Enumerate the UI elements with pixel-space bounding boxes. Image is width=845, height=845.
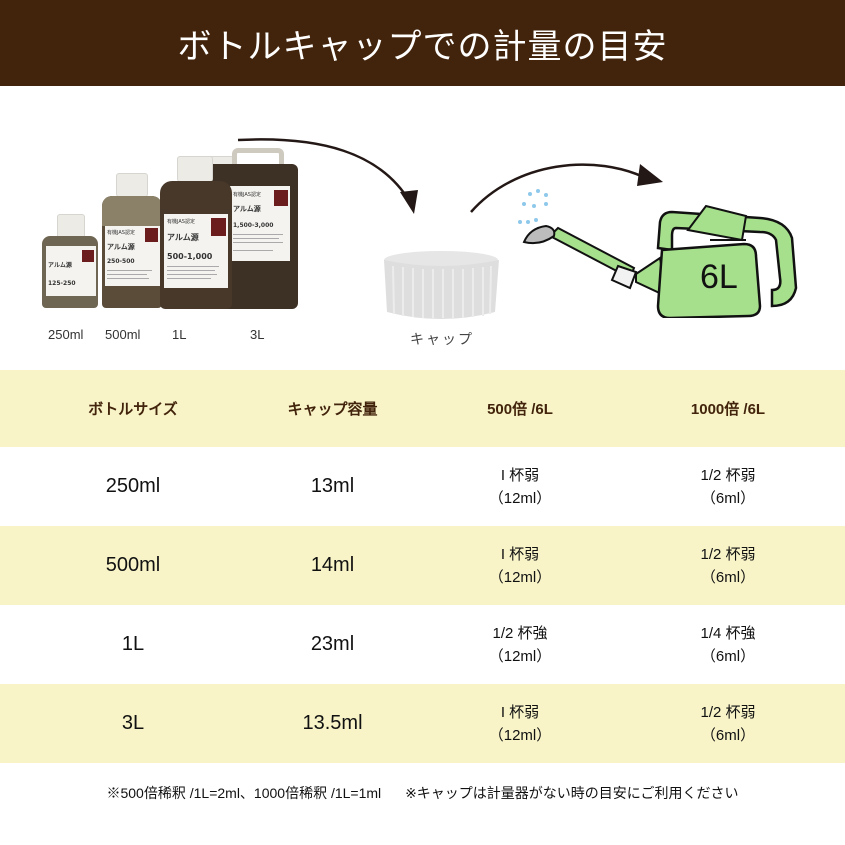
measurement-illustration: アルム源 125-250 有機JAS認定 アルム源 250-500 有機JAS認… — [0, 86, 845, 370]
arrow-bottle-to-cap-icon — [237, 138, 418, 214]
bottle-size-label: 250ml — [48, 327, 84, 342]
cap-volume-cell: 13.5ml — [302, 712, 363, 734]
bottle-size-label: 500ml — [105, 327, 141, 342]
page-title: ボトルキャップでの計量の目安 — [177, 26, 668, 67]
header-bottle-size: ボトルサイズ — [88, 401, 178, 418]
table-row: 3L 13.5ml I 杯弱 （12ml） 1/2 杯弱 （6ml） — [0, 684, 845, 763]
dilution-1000-cell: 1/2 杯弱 （6ml） — [700, 545, 756, 586]
dilution-500-cell: I 杯弱 （12ml） — [488, 703, 552, 744]
table-header-row: ボトルサイズ キャップ容量 500倍 /6L 1000倍 /6L — [0, 370, 845, 447]
dilution-500-cell: I 杯弱 （12ml） — [488, 545, 552, 586]
watering-can-icon — [518, 189, 798, 318]
dilution-1000-cell: 1/2 杯弱 （6ml） — [700, 703, 756, 744]
table-row: 1L 23ml 1/2 杯強 （12ml） 1/4 杯強 （6ml） — [0, 605, 845, 684]
bottle-size-cell: 3L — [121, 712, 145, 734]
dilution-1000-cell: 1/4 杯強 （6ml） — [700, 624, 756, 665]
footnote-dilution: ※500倍稀釈 /1L=2ml、1000倍稀釈 /1L=1ml — [106, 785, 382, 801]
header-1000x: 1000倍 /6L — [690, 401, 766, 418]
cap-volume-cell: 13ml — [310, 475, 355, 497]
header-cap-volume: キャップ容量 — [287, 401, 378, 418]
title-banner: ボトルキャップでの計量の目安 — [0, 0, 845, 86]
bottle-size-label: 1L — [172, 327, 187, 342]
table-row: 500ml 14ml I 杯弱 （12ml） 1/2 杯弱 （6ml） — [0, 526, 845, 605]
dilution-500-cell: 1/2 杯強 （12ml） — [488, 624, 552, 665]
bottle-product-name: アルム源 — [48, 262, 72, 269]
bottle-size-label: 3L — [250, 327, 265, 342]
measurement-table: ボトルサイズ キャップ容量 500倍 /6L 1000倍 /6L 250ml 1… — [0, 370, 845, 763]
bottle-cap-icon — [384, 251, 499, 319]
can-capacity-label: 6L — [700, 258, 738, 296]
dilution-1000-cell: 1/2 杯弱 （6ml） — [700, 466, 756, 507]
arrow-cap-to-can-icon — [470, 163, 663, 213]
bottle-size-cell: 1L — [121, 633, 145, 655]
footnote-cap-usage: ※キャップは計量器がない時の目安にご利用ください — [405, 785, 739, 801]
cap-caption: キャップ — [410, 332, 474, 348]
bottle-size-cell: 500ml — [105, 554, 161, 576]
dilution-500-cell: I 杯弱 （12ml） — [488, 466, 552, 507]
bottle-size-cell: 250ml — [105, 475, 161, 497]
footnotes: ※500倍稀釈 /1L=2ml、1000倍稀釈 /1L=1ml ※キャップは計量… — [0, 783, 845, 803]
header-500x: 500倍 /6L — [487, 401, 553, 418]
cap-volume-cell: 23ml — [310, 633, 355, 655]
table-row: 250ml 13ml I 杯弱 （12ml） 1/2 杯弱 （6ml） — [0, 447, 845, 526]
cap-volume-cell: 14ml — [310, 554, 355, 576]
